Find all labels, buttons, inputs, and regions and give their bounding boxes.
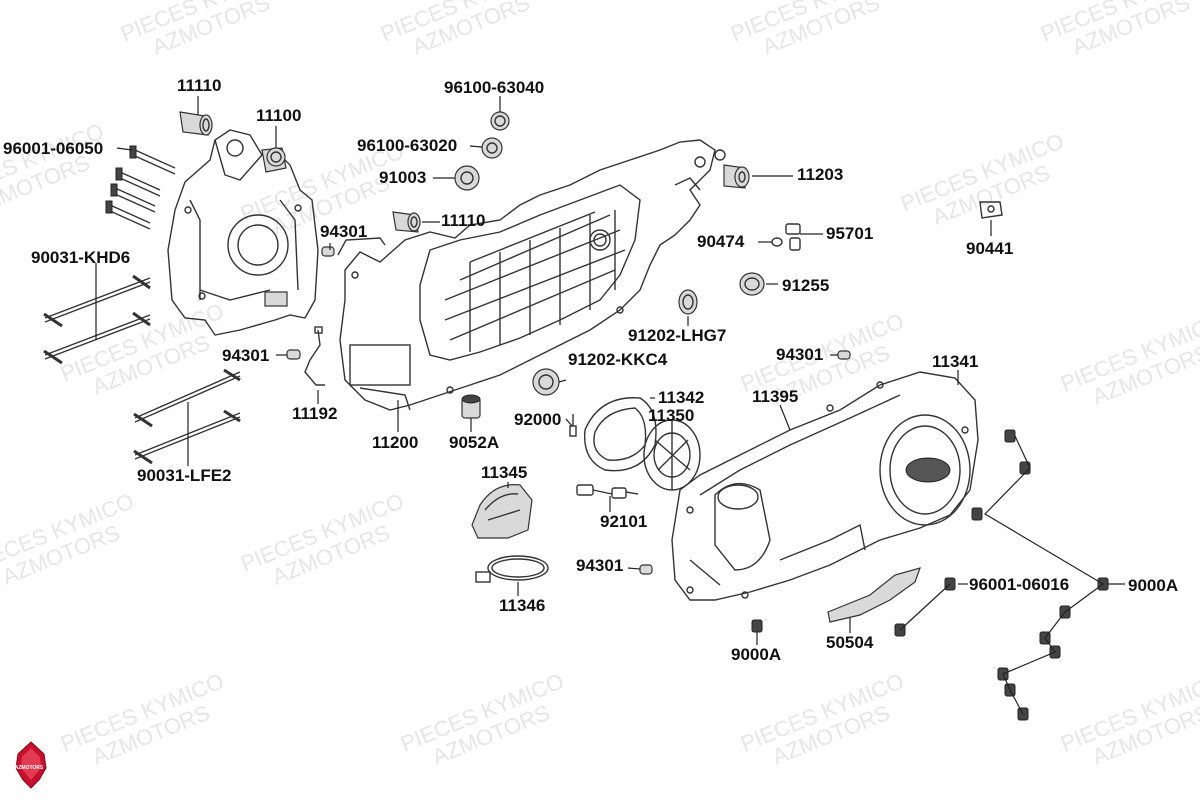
part-label-11110: 11110 (177, 76, 222, 95)
part-label-11350: 11350 (648, 406, 695, 425)
dowel-94301-b (286, 349, 301, 360)
bushing-11203 (723, 164, 750, 189)
part-label-91202-lhg7: 91202-LHG7 (628, 326, 727, 345)
transmission-cover-11341 (671, 371, 979, 601)
logo-text: AZMOTORS (14, 765, 44, 771)
part-label-9052a: 9052A (449, 433, 500, 452)
plate-50504 (827, 567, 921, 623)
part-label-94301: 94301 (576, 556, 624, 575)
part-label-90031-khd6: 90031-KHD6 (31, 248, 131, 267)
part-label-11100: 11100 (256, 106, 302, 125)
seal-96100-63040 (490, 111, 510, 131)
part-label-11342: 11342 (658, 388, 705, 407)
part-label-11200: 11200 (372, 433, 419, 452)
part-label-50504: 50504 (826, 633, 874, 652)
part-label-96001-06050: 96001-06050 (3, 139, 104, 158)
washer-90474 (771, 237, 783, 247)
part-label-92000: 92000 (514, 410, 562, 429)
bolts-92101 (576, 484, 639, 499)
part-label-11346: 11346 (499, 596, 546, 615)
dowel-94301-d (639, 564, 653, 575)
part-label-11110: 11110 (441, 211, 486, 230)
clamp-11346 (475, 555, 549, 583)
part-label-90441: 90441 (966, 239, 1014, 258)
seal-91202-kkc4 (532, 368, 560, 396)
part-label-94301: 94301 (222, 346, 270, 365)
duct-11345 (471, 484, 533, 539)
part-label-92101: 92101 (600, 512, 648, 531)
leader-lines (95, 96, 1125, 715)
fan-cover-11350 (643, 419, 701, 491)
breather-tube-11192 (304, 326, 325, 386)
part-label-96001-06016: 96001-06016 (969, 575, 1070, 594)
part-label-91202-kkc4: 91202-KKC4 (568, 350, 668, 369)
bushing-11110-top (179, 111, 213, 136)
azmotors-logo (15, 741, 47, 789)
sleeve-11100 (261, 147, 287, 173)
left-crankcase-half (167, 129, 319, 336)
part-label-9000a: 9000A (731, 645, 782, 664)
part-label-90474: 90474 (697, 232, 745, 251)
part-label-94301: 94301 (776, 345, 824, 364)
part-label-91255: 91255 (782, 276, 830, 295)
dowel-94301-c (837, 350, 851, 360)
part-label-95701: 95701 (826, 224, 874, 243)
seal-91202-lhg7 (678, 289, 698, 315)
part-label-11341: 11341 (932, 352, 979, 371)
studs-90031-khd6 (43, 274, 151, 365)
part-label-96100-63020: 96100-63020 (357, 136, 458, 155)
studs-90031-lfe2 (133, 368, 241, 465)
gasket-11342 (583, 397, 657, 472)
part-label-11345: 11345 (481, 463, 528, 482)
right-crankcase-half (339, 139, 726, 411)
part-label-90031-lfe2: 90031-LFE2 (137, 466, 232, 485)
bolts-96001-06050 (105, 145, 176, 230)
part-label-94301: 94301 (320, 222, 368, 241)
bushing-11110-mid (392, 211, 421, 233)
bearing-96100-63020 (481, 137, 503, 159)
bolt-95701 (785, 223, 801, 251)
part-label-11395: 11395 (752, 387, 799, 406)
part-label-9000a: 9000A (1128, 576, 1179, 595)
part-label-11203: 11203 (797, 165, 844, 184)
part-label-96100-63040: 96100-63040 (444, 78, 545, 97)
part-label-11192: 11192 (292, 404, 338, 423)
seal-91255 (739, 272, 765, 296)
bolt-92000 (569, 414, 577, 437)
plug-9052a (461, 394, 481, 419)
part-label-91003: 91003 (379, 168, 427, 187)
dowel-94301-a (321, 237, 386, 257)
bearing-91003 (454, 165, 480, 191)
bracket-90441 (979, 201, 1003, 219)
